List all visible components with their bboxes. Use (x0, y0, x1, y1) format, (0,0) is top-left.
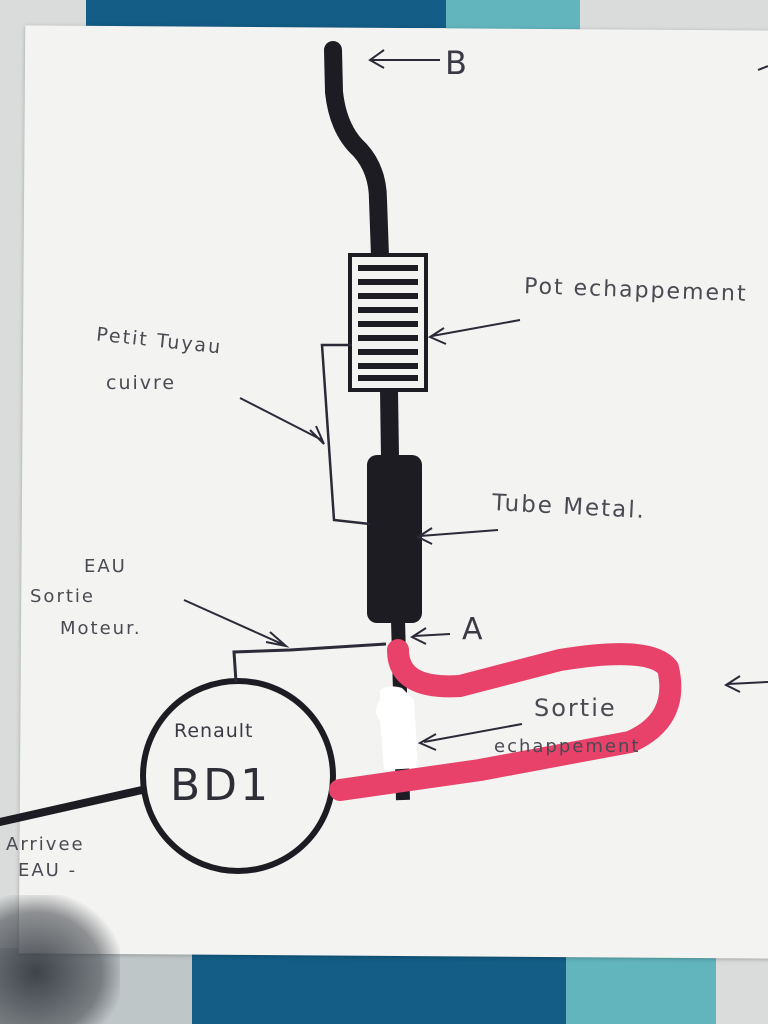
label-eau-2: Sortie (30, 586, 95, 607)
label-eau-3: Moteur. (60, 618, 142, 639)
label-arrivee-2: EAU - (18, 860, 78, 881)
label-bd1: BD1 (170, 760, 272, 811)
label-a: A (462, 612, 485, 647)
tile-top-teal (446, 0, 580, 30)
label-eau-1: EAU (84, 556, 127, 577)
water-outlet-line (232, 642, 387, 683)
arrow-right-edge (723, 675, 768, 693)
arrow-eau (183, 599, 290, 648)
exhaust-pipe-top (324, 41, 389, 265)
tile-bottom-teal (566, 948, 716, 1024)
arrow-top-right-edge (757, 65, 768, 71)
arrow-petit-tuyau (239, 397, 325, 445)
pencil-arrows (183, 49, 768, 751)
label-b: B (445, 44, 469, 82)
engine-circle (140, 678, 336, 874)
muffler (348, 253, 428, 392)
water-inlet-line (0, 786, 146, 826)
tile-top-blue (86, 0, 446, 28)
correction-patch (376, 686, 418, 770)
label-renault: Renault (174, 720, 254, 742)
label-sortie-1: Sortie (534, 694, 617, 722)
label-arrivee-1: Arrivee (6, 834, 85, 855)
metal-tube (367, 455, 422, 623)
arrow-tube (415, 527, 499, 545)
arrow-a (409, 627, 451, 645)
tile-bottom-blue (192, 948, 566, 1024)
exhaust-outlet-highlight (329, 639, 682, 801)
copper-pipe-line (320, 343, 371, 526)
exhaust-pipe-middle (380, 389, 399, 459)
label-petit-tuyau-2: cuivre (106, 372, 177, 394)
finger-shadow (0, 895, 120, 1024)
arrow-pot (427, 319, 521, 345)
label-sortie-2: echappement (494, 736, 641, 757)
arrow-b (368, 49, 440, 69)
arrow-sortie (417, 723, 523, 751)
